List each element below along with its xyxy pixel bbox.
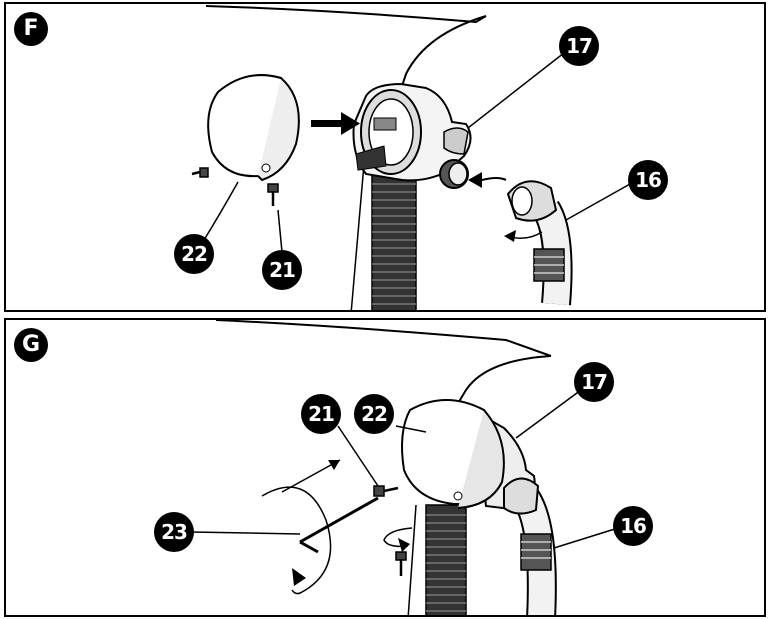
step-f-illustration bbox=[191, 5, 631, 310]
callout-16: 16 bbox=[628, 160, 668, 200]
cover-cap bbox=[207, 74, 300, 182]
screw-bottom bbox=[267, 183, 279, 206]
leader-16 bbox=[565, 183, 631, 221]
leader-17 bbox=[515, 389, 582, 439]
connect-arrow bbox=[468, 172, 507, 188]
bowl-edge-outline bbox=[453, 355, 552, 411]
corrugated-hose bbox=[371, 173, 417, 310]
callout-17: 17 bbox=[559, 26, 599, 66]
valve-body bbox=[352, 82, 472, 182]
leader-21 bbox=[277, 209, 283, 253]
callout-16: 16 bbox=[613, 506, 653, 546]
leader-21 bbox=[337, 425, 379, 487]
leader-22 bbox=[203, 181, 239, 241]
step-g-panel: G 17 16 22 21 23 bbox=[4, 318, 766, 617]
direction-line bbox=[281, 459, 341, 493]
corrugated-hose bbox=[425, 504, 467, 615]
callout-22: 22 bbox=[354, 394, 394, 434]
callout-21: 21 bbox=[262, 250, 302, 290]
rotation-arrow-head-large bbox=[292, 568, 306, 586]
bowl-rim-outline bbox=[205, 5, 487, 24]
rotation-arrow-head-small bbox=[398, 538, 410, 552]
callout-22: 22 bbox=[174, 234, 214, 274]
callout-17: 17 bbox=[574, 362, 614, 402]
cover-cap bbox=[401, 399, 505, 509]
hex-key bbox=[299, 496, 379, 554]
step-g-illustration bbox=[191, 320, 619, 615]
screw-inserting bbox=[373, 485, 399, 497]
bowl-rim-outline bbox=[215, 320, 552, 357]
rotation-arc-large bbox=[261, 486, 332, 595]
supply-hose bbox=[503, 477, 557, 615]
callout-21: 21 bbox=[301, 394, 341, 434]
step-label-f: F bbox=[14, 12, 48, 46]
valve-inlet-nipple bbox=[439, 159, 469, 189]
leader-17 bbox=[467, 41, 579, 129]
bowl-wall-line bbox=[407, 504, 417, 615]
direction-arrow-head bbox=[328, 460, 340, 470]
screw-lower bbox=[395, 551, 407, 576]
rotation-arc-small bbox=[383, 527, 413, 548]
step-f-panel: F 17 16 22 21 bbox=[4, 2, 766, 312]
install-arrow bbox=[311, 112, 360, 135]
supply-hose bbox=[506, 180, 573, 306]
leader-22 bbox=[395, 425, 427, 433]
callout-23: 23 bbox=[154, 512, 194, 552]
tighten-arrow-head bbox=[504, 230, 516, 242]
screw-left bbox=[191, 167, 209, 178]
leader-23 bbox=[191, 531, 301, 535]
leader-16 bbox=[553, 527, 619, 549]
bowl-wall-line bbox=[350, 163, 365, 310]
bowl-edge-outline bbox=[390, 15, 487, 120]
step-label-g: G bbox=[14, 328, 48, 362]
